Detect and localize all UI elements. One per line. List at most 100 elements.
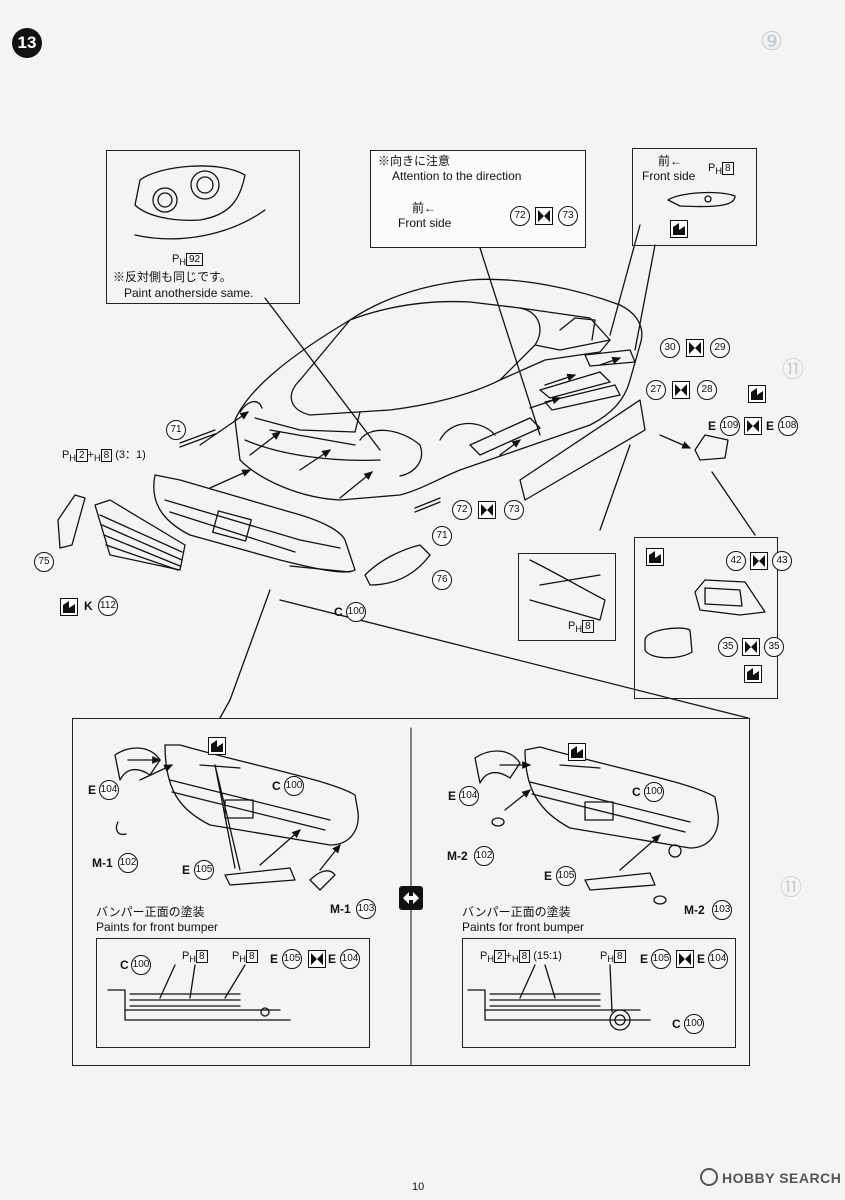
glue-cement-icon bbox=[478, 501, 496, 519]
part-75-label: 75 bbox=[34, 552, 54, 572]
right-inset-e-letter: E bbox=[640, 952, 649, 966]
glue-clear-icon bbox=[646, 548, 664, 566]
left-paint-note-jp: バンパー正面の塗装 bbox=[96, 905, 205, 919]
left-part-105: 105 bbox=[194, 860, 214, 880]
right-inset-part-105: 105 bbox=[651, 949, 671, 969]
part-27-label: 27 bbox=[646, 380, 666, 400]
left-inset-e-letter-b: E bbox=[328, 952, 337, 966]
page-number: 10 bbox=[412, 1181, 425, 1193]
part-35-label: 35 bbox=[718, 637, 738, 657]
right-m2-letter-b: M-2 bbox=[684, 903, 705, 917]
left-part-104: 104 bbox=[99, 780, 119, 800]
watermark: HOBBY SEARCH bbox=[700, 1168, 841, 1186]
bleed-step-number-3: ⑪ bbox=[780, 875, 803, 900]
right-c-letter: C bbox=[632, 785, 641, 799]
left-inset-part-105: 105 bbox=[282, 949, 302, 969]
grille-part-letter: K bbox=[84, 599, 93, 613]
left-part-102: 102 bbox=[118, 853, 138, 873]
part-73-callout: 73 bbox=[558, 206, 578, 226]
mirror-letter-b: E bbox=[766, 419, 775, 433]
right-part-102: 102 bbox=[474, 846, 494, 866]
part-29-label: 29 bbox=[710, 338, 730, 358]
right-paint-inset bbox=[462, 938, 736, 1048]
part-43-label: 43 bbox=[772, 551, 792, 571]
grille-paint-b: 8 bbox=[100, 449, 113, 462]
left-c-letter: C bbox=[272, 779, 281, 793]
left-inset-c-letter: C bbox=[120, 958, 129, 972]
part-112-label: 112 bbox=[98, 596, 118, 616]
left-inset-part-104: 104 bbox=[340, 949, 360, 969]
bumper-letter: C bbox=[334, 605, 343, 619]
part-108-label: 108 bbox=[778, 416, 798, 436]
right-e104-letter: E bbox=[448, 789, 457, 803]
step-number: 13 bbox=[12, 28, 42, 58]
glue-cement-icon bbox=[308, 950, 326, 968]
part-28-label: 28 bbox=[697, 380, 717, 400]
left-paint-inset bbox=[96, 938, 370, 1048]
glue-clear-icon bbox=[748, 385, 766, 403]
direction-front-en: Front side bbox=[398, 216, 452, 230]
part-42-label: 42 bbox=[726, 551, 746, 571]
right-e105-letter: E bbox=[544, 869, 553, 883]
hobby-search-logo-icon bbox=[700, 1168, 718, 1186]
door-paint-number: 8 bbox=[581, 620, 594, 633]
left-paint-b-number: 8 bbox=[245, 950, 258, 963]
right-m2-letter: M-2 bbox=[447, 849, 468, 863]
front-side-jp: 前← bbox=[658, 154, 683, 168]
glue-clear-icon bbox=[208, 737, 226, 755]
bleed-step-number-2: ⑪ bbox=[782, 357, 805, 382]
right-inset-part-100: 100 bbox=[684, 1014, 704, 1034]
watermark-text: HOBBY SEARCH bbox=[722, 1170, 842, 1186]
front-side-callout bbox=[632, 148, 757, 246]
part-72-label: 72 bbox=[452, 500, 472, 520]
part-71-label: 71 bbox=[166, 420, 186, 440]
glue-cement-icon bbox=[535, 207, 553, 225]
grille-paint-ratio: (3：1) bbox=[115, 449, 146, 461]
part-30-label: 30 bbox=[660, 338, 680, 358]
direction-front-jp: 前← bbox=[412, 201, 437, 215]
glue-cement-icon bbox=[672, 381, 690, 399]
right-part-104: 104 bbox=[459, 786, 479, 806]
right-inset-c-letter: C bbox=[672, 1017, 681, 1031]
right-part-100: 100 bbox=[644, 782, 664, 802]
right-paint-note-jp: バンパー正面の塗装 bbox=[462, 905, 571, 919]
glue-clear-icon bbox=[568, 743, 586, 761]
front-side-paint-number: 8 bbox=[721, 162, 734, 175]
right-paint-ratio: (15:1) bbox=[533, 950, 562, 962]
headlight-note-en: Paint anotherside same. bbox=[124, 286, 254, 300]
door-detail-callout bbox=[518, 553, 616, 641]
bumper-options-panel bbox=[72, 718, 750, 1066]
headlight-callout bbox=[106, 150, 300, 304]
right-paint-mix-b: 8 bbox=[518, 950, 531, 963]
glue-cement-icon bbox=[676, 950, 694, 968]
glue-cement-icon bbox=[750, 552, 768, 570]
part-71-label-b: 71 bbox=[432, 526, 452, 546]
left-e105-letter: E bbox=[182, 863, 191, 877]
bleed-step-number: ⑨ bbox=[760, 26, 784, 56]
part-72-callout: 72 bbox=[510, 206, 530, 226]
direction-callout bbox=[370, 150, 586, 248]
glue-clear-icon bbox=[744, 665, 762, 683]
front-side-en: Front side bbox=[642, 169, 696, 183]
headlight-paint-number: 92 bbox=[185, 253, 204, 266]
glue-cement-icon bbox=[686, 339, 704, 357]
glue-clear-icon bbox=[60, 598, 78, 616]
mirror-detail-callout bbox=[634, 537, 778, 699]
part-35-label-b: 35 bbox=[764, 637, 784, 657]
left-e104-letter: E bbox=[88, 783, 97, 797]
left-m1-letter-b: M-1 bbox=[330, 902, 351, 916]
grille-paint-a: 2 bbox=[75, 449, 88, 462]
direction-note-en: Attention to the direction bbox=[392, 169, 522, 183]
part-76-label: 76 bbox=[432, 570, 452, 590]
left-part-103: 103 bbox=[356, 899, 376, 919]
left-paint-a-number: 8 bbox=[195, 950, 208, 963]
left-part-100: 100 bbox=[284, 776, 304, 796]
right-paint-mix-a: 2 bbox=[493, 950, 506, 963]
left-paint-note-en: Paints for front bumper bbox=[96, 920, 219, 934]
